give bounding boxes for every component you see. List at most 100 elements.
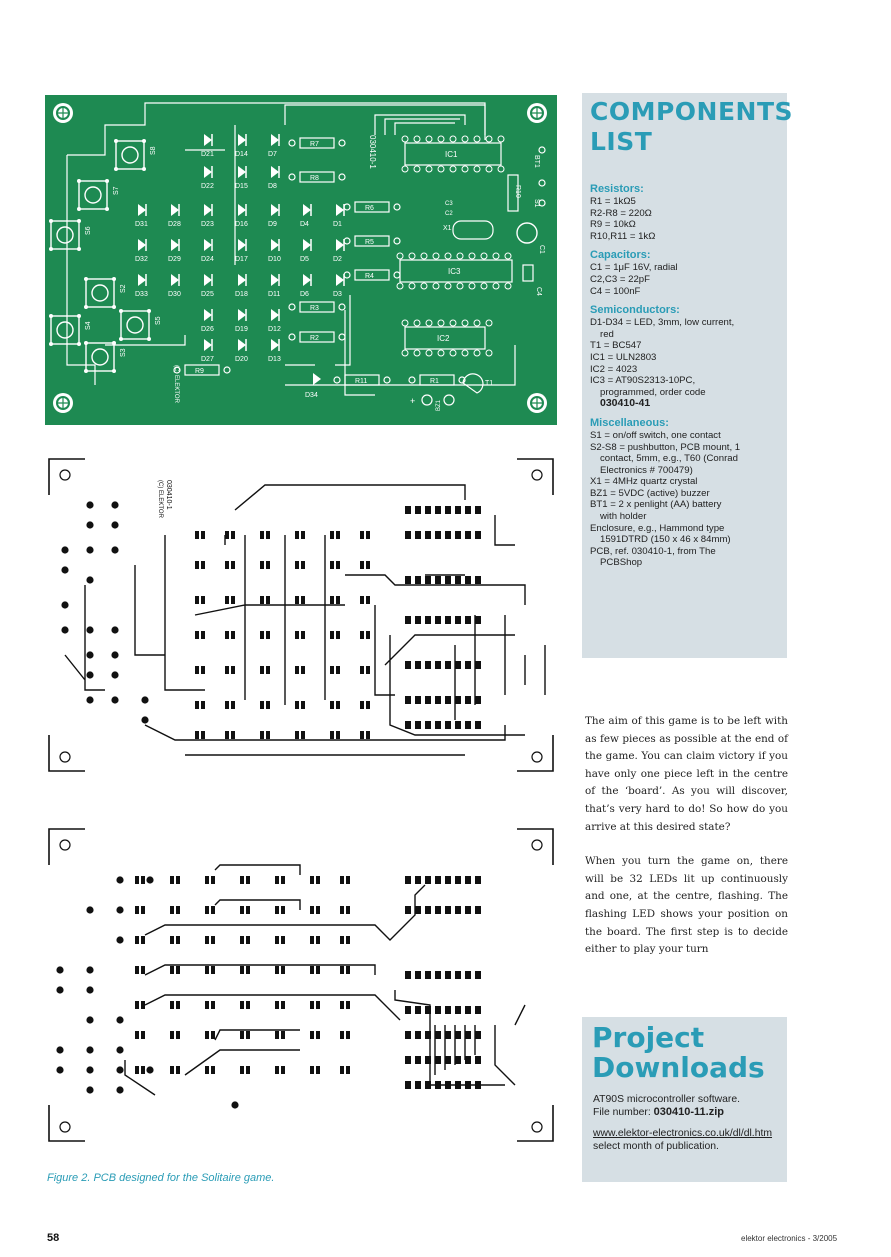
led-pad: [346, 936, 350, 944]
ic-pin: [449, 135, 457, 143]
mounting-hole: [531, 469, 543, 481]
round-pad: [86, 696, 94, 704]
ic-pad: [425, 576, 431, 584]
led-pad: [316, 936, 320, 944]
led-pad: [330, 631, 334, 639]
components-list-item: with holder: [600, 511, 647, 523]
switch-pin: [77, 207, 81, 211]
ic-pad: [475, 1006, 481, 1014]
led-pad: [346, 1031, 350, 1039]
led-pad: [176, 1031, 180, 1039]
led-pad: [310, 1031, 314, 1039]
led-label: D2: [333, 256, 342, 263]
led-symbol: [303, 274, 311, 286]
ic-pad: [465, 1056, 471, 1064]
led-label: D14: [235, 151, 248, 158]
connector-pad: [538, 199, 546, 207]
led-pad: [360, 531, 364, 539]
round-pad: [141, 716, 149, 724]
led: D9: [268, 204, 280, 228]
ic-pin: [461, 349, 469, 357]
switch-pin: [49, 247, 53, 251]
resistor-pad: [338, 173, 346, 181]
led-pad: [316, 876, 320, 884]
resistor-pad: [408, 376, 416, 384]
led: D32: [135, 239, 148, 263]
led-label: D27: [201, 356, 214, 363]
led-label: D24: [201, 256, 214, 263]
led: D6: [300, 274, 312, 298]
round-pad: [61, 601, 69, 609]
switch-body: [85, 278, 115, 308]
led-symbol: [204, 309, 212, 321]
ic-pin: [456, 282, 464, 290]
led-pad: [205, 876, 209, 884]
switch-body: [115, 140, 145, 170]
resistor-pad: [343, 237, 351, 245]
components-list-item: 1591DTRD (150 x 46 x 84mm): [600, 534, 731, 546]
ic-pin: [432, 252, 440, 260]
transistor-label: T1: [485, 380, 493, 387]
ic-pin: [437, 349, 445, 357]
led-pad: [346, 1066, 350, 1074]
led-symbol: [313, 373, 321, 385]
ic-pad: [445, 506, 451, 514]
resistor-label: R10: [514, 185, 521, 198]
components-list-item: IC2 = 4023: [590, 363, 638, 375]
ic-pad: [425, 506, 431, 514]
components-list-item: 030410-41: [600, 397, 651, 410]
resistor: R6: [343, 201, 401, 213]
led-pad: [336, 701, 340, 709]
led-pad: [330, 596, 334, 604]
ic-pad: [415, 906, 421, 914]
ic-pin: [413, 319, 421, 327]
switch-label: S5: [155, 316, 162, 325]
led-label: D30: [168, 291, 181, 298]
switch-pin: [84, 277, 88, 281]
resistor-pad: [288, 303, 296, 311]
round-pad: [61, 546, 69, 554]
corner-mark: [517, 458, 554, 495]
article-paragraph: When you turn the game on, there will be…: [585, 855, 788, 956]
led: D15: [235, 166, 248, 190]
led-pad: [316, 1066, 320, 1074]
switch-pin: [119, 309, 123, 313]
led-label: D26: [201, 326, 214, 333]
led-pad: [295, 561, 299, 569]
ic-pad: [425, 531, 431, 539]
led-pad: [135, 876, 139, 884]
components-list-item: BZ1 = 5VDC (active) buzzer: [590, 487, 710, 499]
led-pad: [170, 1031, 174, 1039]
switch-body: [85, 342, 115, 372]
led-pad: [135, 966, 139, 974]
connector-pad: [538, 146, 546, 154]
led-pad: [366, 731, 370, 739]
ic-pin: [420, 252, 428, 260]
components-list-item: PCB, ref. 030410-1, from The: [590, 545, 716, 557]
ic-pin: [480, 252, 488, 260]
switch-label: S7: [113, 186, 120, 195]
resistor-label: R8: [310, 175, 319, 182]
led-pad: [360, 561, 364, 569]
crystal: [452, 220, 494, 240]
ic-pin: [461, 135, 469, 143]
mounting-hole-cross: [531, 397, 543, 409]
led: D20: [235, 339, 248, 363]
mounting-hole: [531, 751, 543, 763]
led-pad: [201, 561, 205, 569]
ic-pin: [432, 282, 440, 290]
switch-pin: [147, 309, 151, 313]
ic-pad: [465, 616, 471, 624]
led: D22: [201, 166, 214, 190]
led-pad: [231, 701, 235, 709]
round-pad: [116, 1066, 124, 1074]
resistor-body: [507, 174, 519, 212]
ic-pad: [425, 876, 431, 884]
led-pad: [201, 631, 205, 639]
round-pad: [56, 966, 64, 974]
ic-pin: [449, 319, 457, 327]
switch-pin: [112, 277, 116, 281]
downloads-url-link[interactable]: www.elektor-electronics.co.uk/dl/dl.htm: [593, 1128, 773, 1139]
corner-mark: [48, 735, 85, 772]
led-label: D16: [235, 221, 248, 228]
